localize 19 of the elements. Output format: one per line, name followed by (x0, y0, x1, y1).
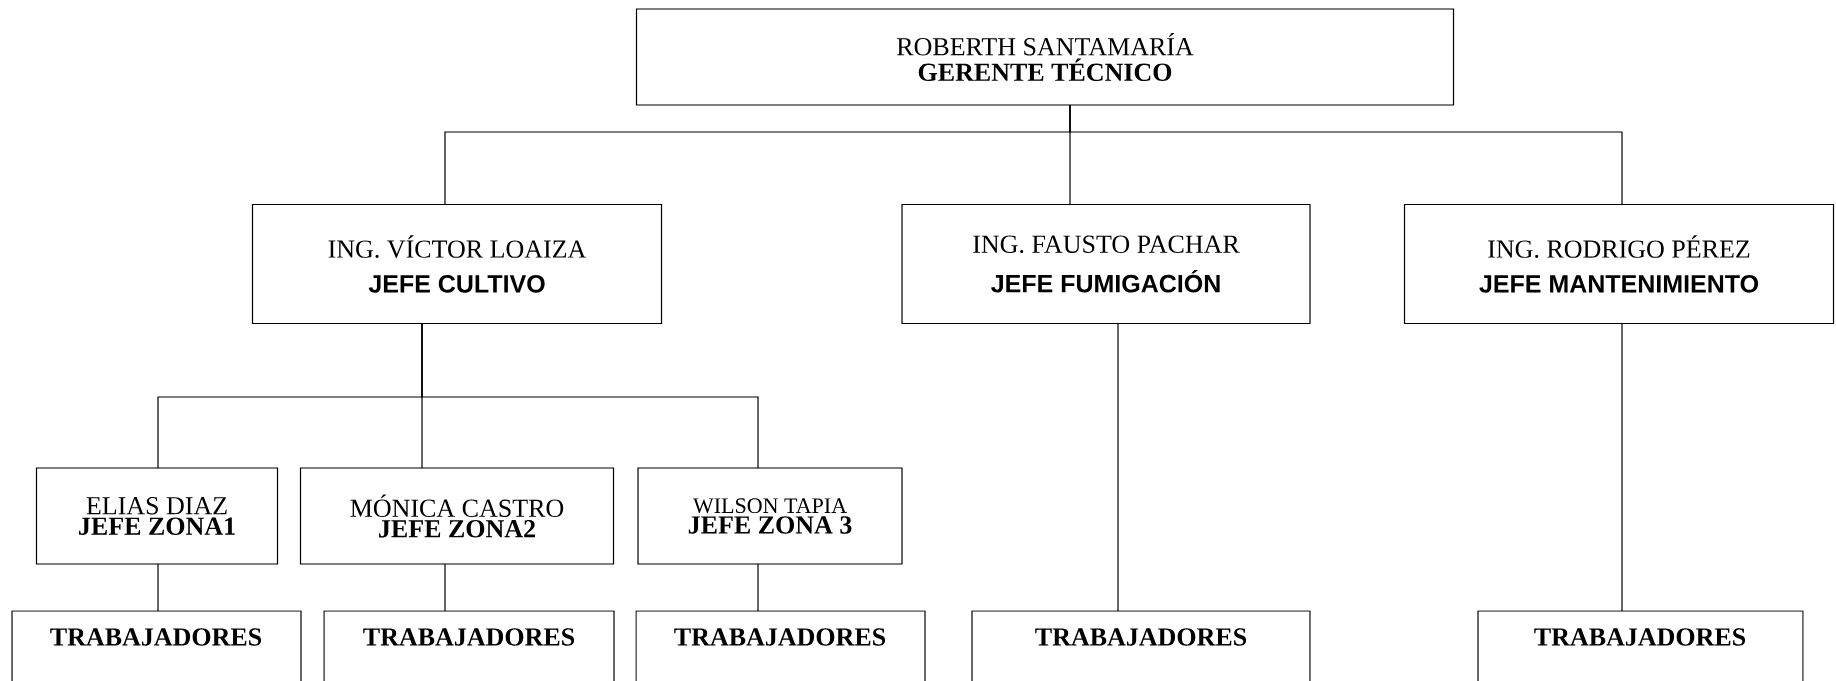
position-box: ROBERTH SANTAMARÍA GERENTE TÉCNICO (635, 8, 1455, 106)
worker-box: TRABAJADORES (1477, 610, 1804, 681)
connector-line (1117, 322, 1119, 612)
connector-line (444, 563, 446, 612)
position-box: MÓNICA CASTRO JEFE ZONA2 (299, 467, 615, 565)
connector-line (757, 563, 759, 612)
connector-line (1621, 322, 1623, 612)
position-box: ING. VÍCTOR LOAIZA JEFE CULTIVO (251, 203, 663, 325)
position-box: ELIAS DIAZ JEFE ZONA1 (35, 467, 279, 565)
connector-line (1069, 104, 1623, 205)
worker-box: TRABAJADORES (635, 610, 926, 681)
connector-line (421, 322, 759, 469)
worker-box: TRABAJADORES (971, 610, 1311, 681)
worker-box: TRABAJADORES (323, 610, 615, 681)
connector-line (157, 563, 159, 612)
worker-box: TRABAJADORES (11, 610, 302, 681)
position-box: ING. RODRIGO PÉREZ JEFE MANTENIMIENTO (1403, 203, 1835, 325)
position-box: WILSON TAPIA JEFE ZONA 3 (637, 467, 903, 565)
position-box: ING. FAUSTO PACHAR JEFE FUMIGACIÓN (901, 203, 1311, 325)
